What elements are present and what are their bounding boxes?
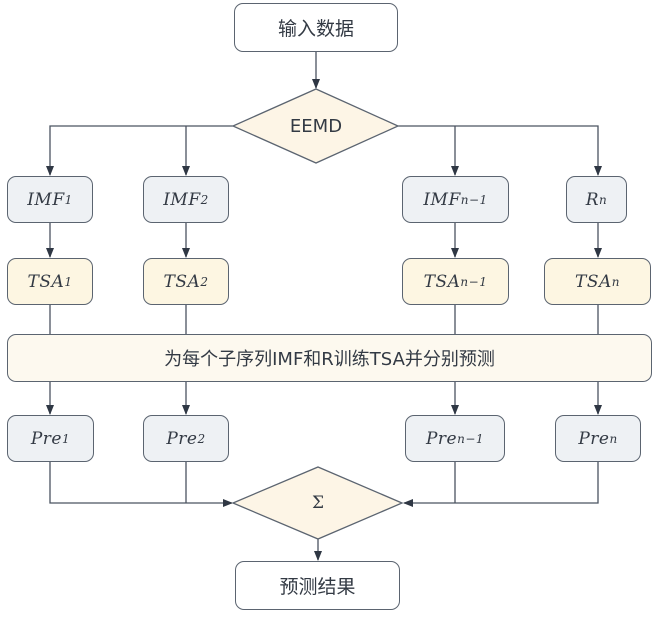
eemd-diamond [231, 88, 400, 164]
tsa-1-base: TSA [27, 271, 65, 292]
pre-n-base: Pre [578, 428, 610, 449]
tsa-n1-sub: n−1 [460, 274, 488, 289]
branch-right [398, 125, 602, 176]
tsa-n1-base: TSA [423, 271, 461, 292]
tsa-n-sub: n [611, 274, 620, 289]
input-data-box: 输入数据 [234, 3, 398, 52]
pre-1-sub: 1 [62, 431, 71, 446]
merge-right [403, 462, 599, 507]
pre-n1-sub: n−1 [457, 431, 485, 446]
imf-n1-sub: n−1 [460, 192, 488, 207]
eemd-label: EEMD [289, 115, 343, 137]
output-result-box: 预测结果 [235, 561, 400, 610]
train-predict-box: 为每个子序列IMF和R训练TSA并分别预测 [7, 334, 652, 382]
branch-left [46, 125, 233, 176]
imf-n1-base: IMF [423, 189, 461, 210]
tsa-n-base: TSA [575, 271, 612, 292]
merge-left [49, 462, 233, 507]
output-result-label: 预测结果 [279, 576, 356, 598]
tsa-2-base: TSA [163, 271, 201, 292]
imf-2-base: IMF [163, 189, 201, 210]
pre-2-sub: 2 [197, 431, 206, 446]
tsa-2-sub: 2 [200, 274, 209, 289]
train-predict-label: 为每个子序列IMF和R训练TSA并分别预测 [164, 349, 495, 370]
imf-1-base: IMF [27, 189, 65, 210]
residual-base: R [585, 189, 600, 210]
tsa-1-sub: 1 [64, 274, 73, 289]
pre-n1-base: Pre [425, 428, 458, 449]
imf-1-sub: 1 [64, 192, 73, 207]
imf-2-sub: 2 [200, 192, 209, 207]
residual-sub: n [599, 192, 608, 207]
sigma-label: Σ [311, 493, 325, 513]
pre-n-sub: n [609, 431, 618, 446]
input-data-label: 输入数据 [277, 18, 354, 40]
sigma-diamond [231, 466, 404, 540]
pre-2-base: Pre [166, 428, 198, 449]
pre-1-base: Pre [30, 428, 62, 449]
